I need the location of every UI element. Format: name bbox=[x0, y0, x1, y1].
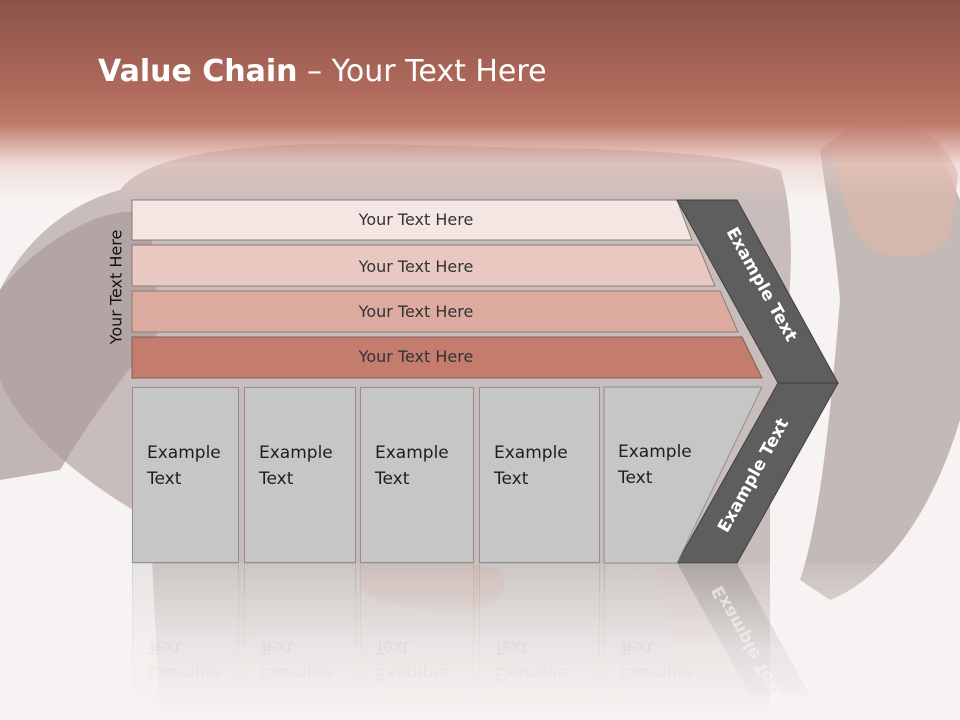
bar-4-label: Your Text Here bbox=[358, 347, 474, 366]
bar-4[interactable] bbox=[131, 336, 763, 379]
bar-2[interactable] bbox=[131, 244, 716, 287]
title-band bbox=[0, 0, 960, 200]
page-title: Value Chain – Your Text Here bbox=[98, 54, 547, 89]
box-2-line2: Text bbox=[259, 469, 294, 489]
title-rest: – Your Text Here bbox=[297, 54, 547, 89]
box-2-line1: Example bbox=[259, 443, 333, 463]
bar-1[interactable] bbox=[131, 199, 693, 241]
bar-2-label: Your Text Here bbox=[358, 257, 474, 276]
box-3-line1: Example bbox=[375, 443, 449, 463]
title-bold: Value Chain bbox=[98, 54, 298, 89]
reflection-fade bbox=[0, 563, 960, 720]
bar-1-label: Your Text Here bbox=[358, 210, 474, 229]
box-1-line2: Text bbox=[147, 469, 182, 489]
box-4-line2: Text bbox=[494, 469, 529, 489]
box-1-line1: Example bbox=[147, 443, 221, 463]
box-5-line2: Text bbox=[618, 468, 653, 488]
bar-3[interactable] bbox=[131, 290, 739, 333]
box-3-line2: Text bbox=[375, 469, 410, 489]
bar-3-label: Your Text Here bbox=[358, 302, 474, 321]
box-5-line1: Example bbox=[618, 442, 692, 462]
box-4-line1: Example bbox=[494, 443, 568, 463]
